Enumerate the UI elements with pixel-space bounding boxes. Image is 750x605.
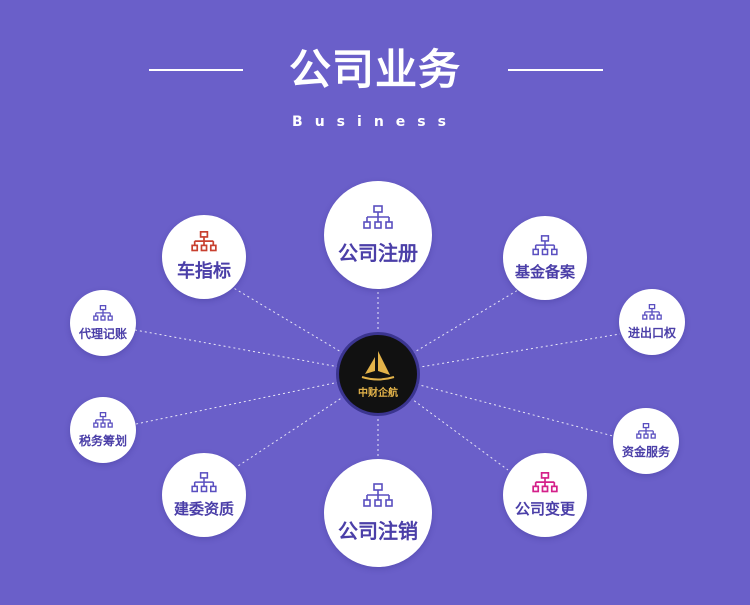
node-label: 公司注册 [338,240,418,265]
title-divider-right [508,69,603,71]
node-car[interactable]: 车指标 [162,215,246,299]
node-fund[interactable]: 基金备案 [503,216,587,300]
title-divider-left [149,69,243,71]
connector-tax [135,373,379,425]
org-chart-icon [532,234,558,255]
org-chart-icon [636,422,656,439]
logo-text: 中财企航 [358,388,398,399]
node-label: 税务筹划 [78,433,127,448]
page-subtitle: Business [292,114,458,130]
connector-bookkeeping [134,329,379,375]
node-import[interactable]: 进出口权 [619,289,685,355]
node-label: 代理记账 [78,326,127,341]
node-capital[interactable]: 资金服务 [613,408,679,474]
node-label: 公司注销 [338,518,418,543]
sail-logo-icon [361,351,395,381]
connector-fund [377,289,519,375]
node-label: 进出口权 [627,325,676,340]
node-label: 车指标 [177,261,231,282]
node-cancel[interactable]: 公司注销 [324,459,432,567]
org-chart-icon [93,304,113,321]
connector-car [231,286,379,375]
org-chart-icon [363,482,393,507]
node-label: 基金备案 [514,262,575,281]
node-construction[interactable]: 建委资质 [162,453,246,537]
connector-capital [377,373,614,437]
node-label: 公司变更 [514,499,575,518]
connector-import [377,333,621,375]
node-register[interactable]: 公司注册 [324,181,432,289]
node-change[interactable]: 公司变更 [503,453,587,537]
org-chart-icon [191,471,217,492]
node-tax[interactable]: 税务筹划 [70,397,136,463]
node-label: 资金服务 [621,444,670,459]
node-label: 建委资质 [173,499,234,518]
org-chart-icon [363,204,393,229]
center-logo: 中财企航 [339,335,417,413]
org-chart-icon [93,411,113,428]
node-bookkeeping[interactable]: 代理记账 [70,290,136,356]
org-chart-icon [191,231,217,252]
org-chart-icon [532,471,558,492]
org-chart-icon [642,303,662,320]
page-title: 公司业务 [288,45,461,94]
